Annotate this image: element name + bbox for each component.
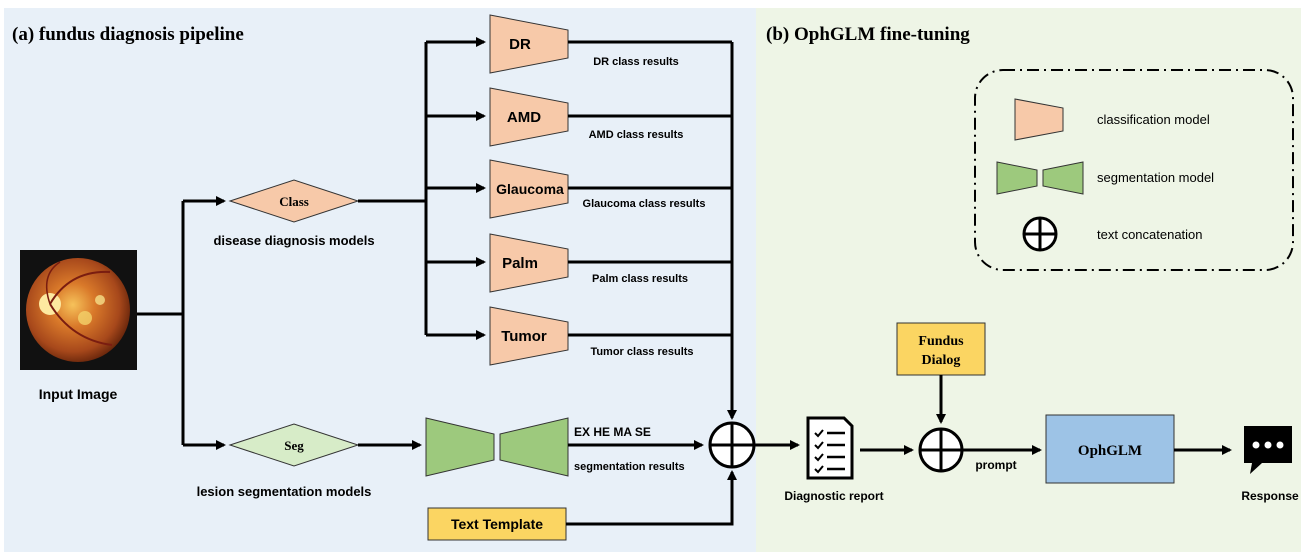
legend: classification model segmentation model … [974,69,1294,271]
segmentation-encoder [425,417,495,477]
classifier-dr [489,14,569,74]
input-image-label: Input Image [39,386,118,402]
classifier-palm-result: Palm class results [592,273,688,285]
classifier-palm [489,233,569,293]
fundus-dialog-line2: Dialog [922,353,961,368]
seg-node-label: Seg [284,438,304,453]
left-panel-title: (a) fundus diagnosis pipeline [12,24,244,45]
response-label: Response [1241,489,1299,503]
classifier-glaucoma-label: Glaucoma [496,181,564,197]
segmentation-lesions: EX HE MA SE [574,425,651,439]
concat-node-2 [918,427,964,473]
classifier-dr-label: DR [509,36,531,53]
segmentation-result: segmentation results [574,461,685,473]
legend-classification-label: classification model [1097,112,1210,127]
chat-bubble-icon [1244,426,1292,474]
classifier-palm-label: Palm [502,255,538,272]
class-node-caption: disease diagnosis models [213,233,374,248]
prompt-label: prompt [975,458,1016,472]
classifier-amd-result: AMD class results [589,129,684,141]
fundus-dialog-box [896,322,986,376]
legend-segmentation-icon-a [996,161,1038,195]
classifier-glaucoma-result: Glaucoma class results [583,198,706,210]
ophglm-label: OphGLM [1078,443,1142,459]
ophglm-box [1045,414,1175,484]
classifier-amd-label: AMD [507,109,541,126]
report-icon [806,416,854,480]
right-panel-title: (b) OphGLM fine-tuning [766,24,970,45]
classifier-tumor-result: Tumor class results [590,346,693,358]
classifier-dr-result: DR class results [593,56,679,68]
report-label: Diagnostic report [784,489,883,503]
fundus-image [20,250,137,370]
legend-concat-icon [1022,216,1058,252]
classifier-glaucoma [489,159,569,219]
classifier-tumor [489,306,569,366]
fundus-dialog-line1: Fundus [918,334,964,349]
text-template-label: Text Template [451,516,543,532]
concat-node-1 [708,421,756,469]
legend-segmentation-icon-b [1042,161,1084,195]
legend-concat-label: text concatenation [1097,227,1203,242]
text-template-box [427,507,567,541]
class-node-label: Class [279,194,309,209]
classifier-amd [489,87,569,147]
segmentation-decoder [499,417,569,477]
legend-classification-icon [1014,98,1064,141]
seg-node-caption: lesion segmentation models [197,484,372,499]
legend-segmentation-label: segmentation model [1097,170,1214,185]
classifier-tumor-label: Tumor [501,328,547,345]
